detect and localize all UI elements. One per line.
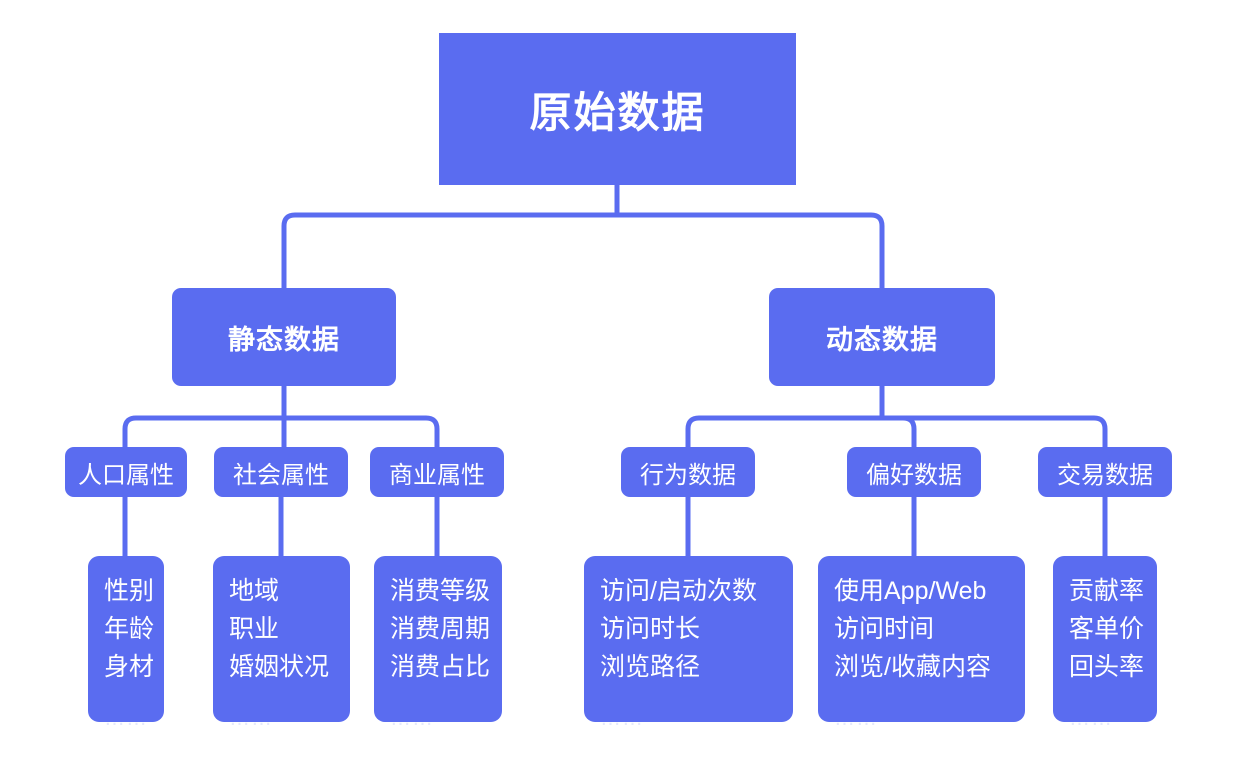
leaf-item: 年龄 [104, 615, 155, 643]
node-dynamic-data[interactable]: 动态数据 [769, 288, 995, 386]
leaf-ellipsis: …… [834, 707, 878, 730]
leaf-item: 访问/启动次数 [600, 577, 757, 605]
connector-bus-branches [281, 212, 885, 288]
node-social-attributes[interactable]: 社会属性 [214, 447, 348, 497]
node-commercial-attributes-label: 商业属性 [389, 461, 485, 489]
leaf-social-attributes[interactable]: 地域 职业 婚姻状况 …… [213, 556, 350, 730]
leaf-item: 消费周期 [390, 615, 491, 643]
node-commercial-attributes[interactable]: 商业属性 [370, 447, 504, 497]
leaf-item: 性别 [104, 577, 155, 605]
node-static-data[interactable]: 静态数据 [172, 288, 396, 386]
leaf-preference-data[interactable]: 使用App/Web 访问时间 浏览/收藏内容 …… [818, 556, 1025, 730]
leaf-item: 消费占比 [390, 653, 491, 681]
node-social-attributes-label: 社会属性 [233, 461, 329, 489]
leaf-ellipsis: …… [600, 707, 644, 730]
leaf-demographic-attributes[interactable]: 性别 年龄 身材 …… [88, 556, 164, 730]
leaf-item: 访问时长 [600, 615, 701, 643]
node-demographic-attributes[interactable]: 人口属性 [65, 447, 187, 497]
leaf-item: 贡献率 [1069, 577, 1145, 605]
node-demographic-attributes-label: 人口属性 [78, 461, 174, 489]
leaf-item: 浏览/收藏内容 [834, 653, 991, 681]
leaf-item: 使用App/Web [834, 577, 987, 605]
connector-dynamic-bus [685, 415, 1108, 447]
node-transaction-data-label: 交易数据 [1057, 461, 1153, 489]
node-behavior-data[interactable]: 行为数据 [621, 447, 755, 497]
leaf-behavior-data[interactable]: 访问/启动次数 访问时长 浏览路径 …… [584, 556, 793, 730]
node-preference-data[interactable]: 偏好数据 [847, 447, 981, 497]
leaf-item: 地域 [229, 577, 280, 605]
leaf-ellipsis: …… [104, 707, 148, 730]
leaf-ellipsis: …… [390, 707, 434, 730]
leaf-commercial-attributes[interactable]: 消费等级 消费周期 消费占比 …… [374, 556, 502, 730]
node-transaction-data[interactable]: 交易数据 [1038, 447, 1172, 497]
leaf-item: 回头率 [1069, 653, 1145, 681]
leaf-ellipsis: …… [1069, 707, 1113, 730]
leaf-item: 浏览路径 [600, 653, 701, 681]
node-dynamic-data-label: 动态数据 [826, 324, 938, 355]
node-preference-data-label: 偏好数据 [866, 461, 962, 489]
node-static-data-label: 静态数据 [228, 324, 340, 355]
node-behavior-data-label: 行为数据 [640, 461, 736, 489]
leaf-item: 婚姻状况 [229, 653, 330, 681]
leaf-item: 访问时间 [834, 615, 935, 643]
connector-static-bus [122, 415, 440, 447]
leaf-transaction-data[interactable]: 贡献率 客单价 回头率 …… [1053, 556, 1157, 730]
leaf-item: 消费等级 [390, 577, 491, 605]
node-raw-data-label: 原始数据 [529, 88, 706, 136]
connector-dynamic-mid [893, 415, 917, 447]
leaf-item: 职业 [229, 615, 280, 643]
leaf-ellipsis: …… [229, 707, 273, 730]
leaf-item: 身材 [104, 653, 155, 681]
leaf-item: 客单价 [1069, 615, 1145, 643]
node-raw-data[interactable]: 原始数据 [439, 33, 796, 185]
